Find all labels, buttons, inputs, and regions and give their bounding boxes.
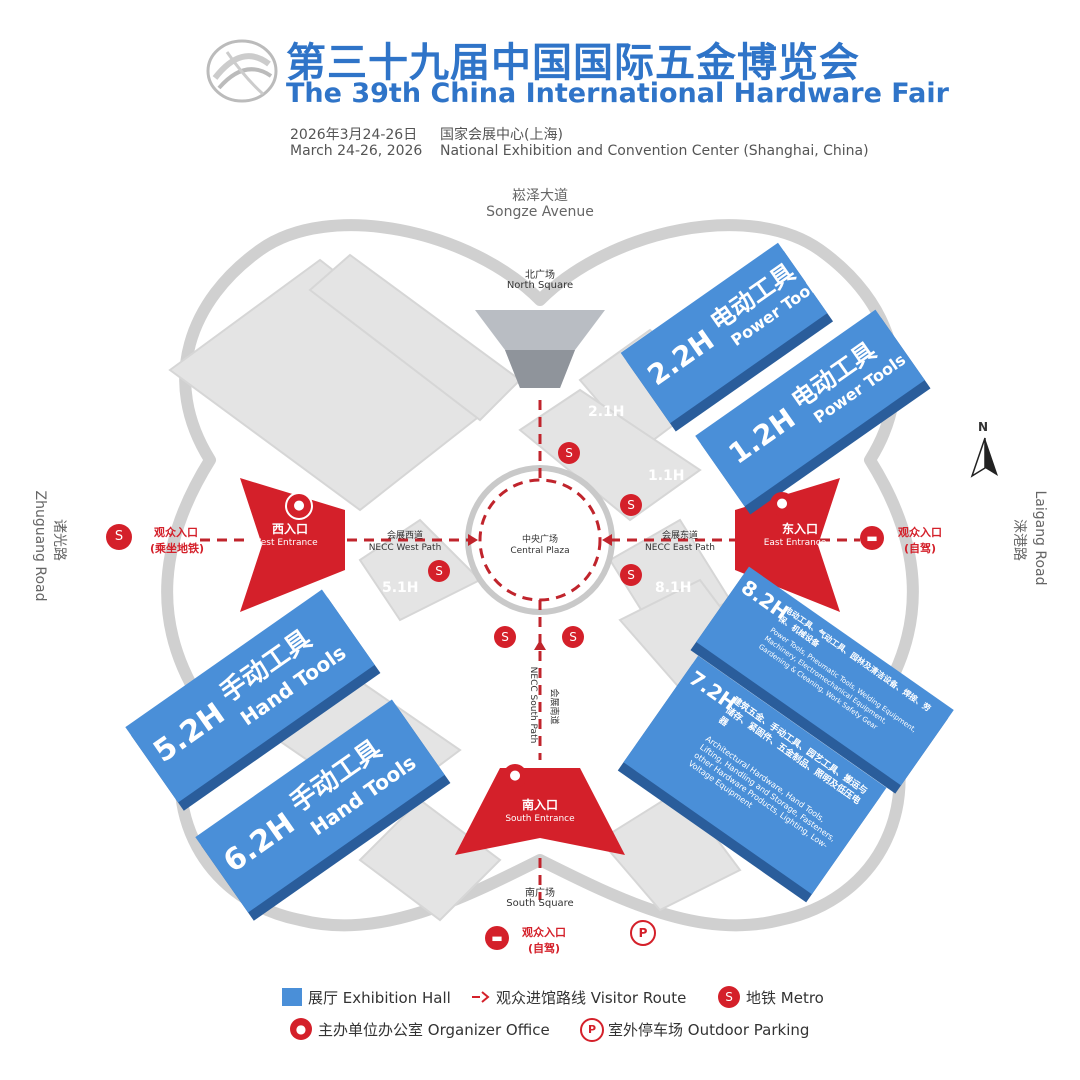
west-entrance-cn: 西入口 bbox=[271, 522, 308, 536]
north-square-en: North Square bbox=[506, 280, 574, 291]
metro-icon: S bbox=[106, 524, 132, 550]
venue-en: National Exhibition and Convention Cente… bbox=[440, 143, 869, 159]
west-path-cn: 会展西道 bbox=[386, 531, 423, 541]
east-path-en: NECC East Path bbox=[645, 543, 715, 553]
organizer-office-icon: ● bbox=[770, 492, 794, 516]
hall-7-1-label: 7.1H bbox=[588, 654, 625, 670]
central-plaza-en: Central Plaza bbox=[510, 546, 570, 556]
organizer-office-icon: ● bbox=[503, 764, 527, 788]
east-path-cn: 会展东道 bbox=[661, 531, 698, 541]
parking-icon: P bbox=[630, 920, 656, 946]
hall-2-1-label: 2.1H bbox=[588, 404, 625, 420]
legend-office-label: 主办单位办公室 Organizer Office bbox=[318, 1021, 550, 1039]
north-arrow-icon bbox=[970, 437, 998, 478]
page-title-cn: 第三十九届中国国际五金博览会 bbox=[286, 40, 860, 86]
south-square-cn: 南广场 bbox=[525, 888, 555, 899]
legend-route-icon bbox=[472, 991, 490, 1003]
road-north-cn: 崧泽大道 bbox=[512, 188, 568, 204]
metro-icon: S bbox=[558, 442, 580, 464]
west-visitor-entry-line2: (乘坐地铁) bbox=[149, 542, 205, 555]
hall-1-2-id: 1.2H bbox=[722, 401, 802, 471]
legend-parking-icon: P bbox=[580, 1018, 604, 1042]
date-cn: 2026年3月24-26日 bbox=[290, 127, 418, 143]
south-entrance-cn: 南入口 bbox=[521, 798, 558, 812]
fair-logo bbox=[206, 39, 278, 103]
legend-parking-label: 室外停车场 Outdoor Parking bbox=[608, 1021, 810, 1039]
metro-icon: S bbox=[562, 626, 584, 648]
metro-icon: S bbox=[620, 564, 642, 586]
car-icon: ▬ bbox=[485, 926, 509, 950]
date-en: March 24-26, 2026 bbox=[290, 143, 423, 159]
hall-5-1-label: 5.1H bbox=[382, 580, 419, 596]
south-entrance-en: South Entrance bbox=[505, 814, 575, 824]
legend-office-icon: ● bbox=[290, 1018, 312, 1040]
hall-8-1-label: 8.1H bbox=[655, 580, 692, 596]
page-title-en: The 39th China International Hardware Fa… bbox=[286, 78, 949, 109]
south-path-cn: 会展南道 bbox=[548, 688, 559, 725]
west-entrance-en: West Entrance bbox=[252, 538, 318, 548]
east-entrance-cn: 东入口 bbox=[781, 522, 818, 536]
compass-label: N bbox=[978, 420, 989, 434]
legend-metro-label: 地铁 Metro bbox=[746, 989, 824, 1007]
north-square-cn: 北广场 bbox=[525, 270, 555, 281]
west-path-en: NECC West Path bbox=[368, 543, 442, 553]
hall-1-1-label: 1.1H bbox=[648, 468, 685, 484]
road-north-en: Songze Avenue bbox=[486, 204, 594, 220]
east-entrance-en: East Entrance bbox=[763, 538, 827, 548]
legend-metro-icon: S bbox=[718, 986, 740, 1008]
car-icon: ▬ bbox=[860, 526, 884, 550]
legend-hall-label: 展厅 Exhibition Hall bbox=[308, 989, 451, 1007]
hall-6-2-id: 6.2H bbox=[217, 806, 302, 880]
hall-2-2-id: 2.2H bbox=[641, 323, 721, 393]
central-plaza-cn: 中央广场 bbox=[521, 535, 558, 545]
south-square-en: South Square bbox=[506, 898, 574, 909]
hall-5-2-id: 5.2H bbox=[147, 696, 232, 770]
hall-6-1-label: 6.1H bbox=[452, 654, 489, 670]
legend-route-label: 观众进馆路线 Visitor Route bbox=[496, 989, 687, 1007]
east-visitor-entry-line2: (自驾) bbox=[903, 542, 937, 555]
south-visitor-entry-line1: 观众入口 bbox=[522, 926, 566, 939]
south-path-en: NECC South Path bbox=[528, 666, 538, 744]
venue-cn: 国家会展中心(上海) bbox=[440, 127, 563, 143]
metro-icon: S bbox=[620, 494, 642, 516]
legend-hall-swatch bbox=[282, 988, 302, 1006]
organizer-office-icon: ● bbox=[285, 492, 313, 520]
south-visitor-entry-line2: (自驾) bbox=[527, 942, 561, 955]
metro-icon: S bbox=[428, 560, 450, 582]
east-visitor-entry-line1: 观众入口 bbox=[898, 526, 942, 539]
metro-icon: S bbox=[494, 626, 516, 648]
west-visitor-entry-line1: 观众入口 bbox=[154, 526, 198, 539]
